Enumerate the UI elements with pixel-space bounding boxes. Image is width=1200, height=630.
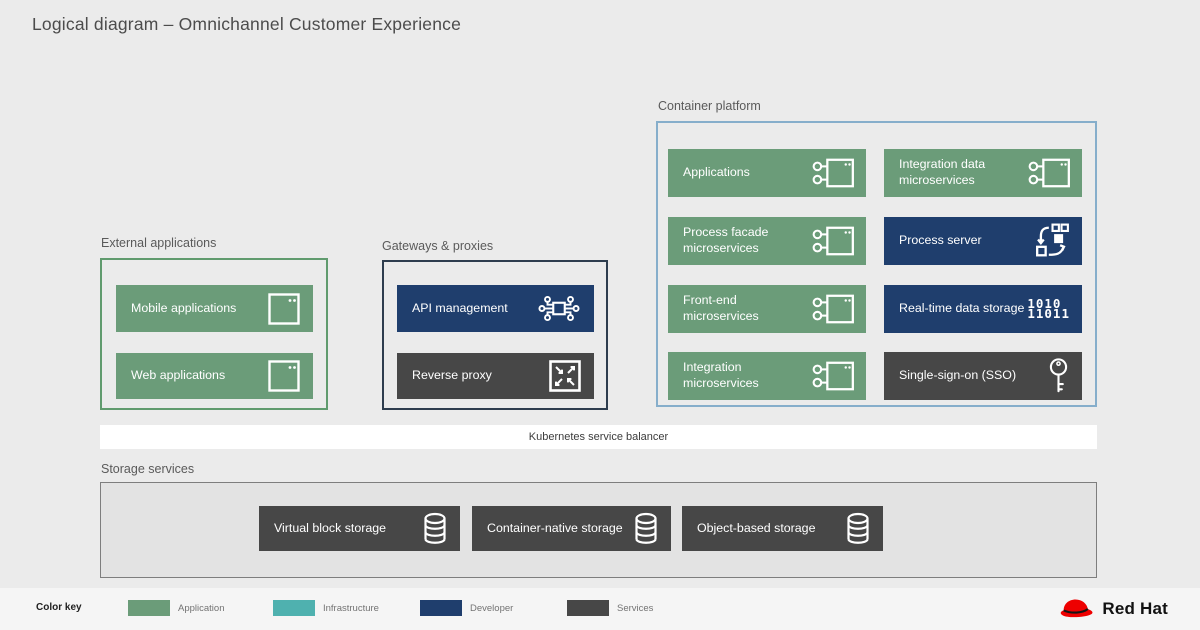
node-real-time-data-storage: Real-time data storage 1010 11011: [884, 285, 1082, 333]
node-label: Container-native storage: [487, 520, 623, 535]
gateways-proxies-frame: [382, 260, 608, 410]
application-color-swatch: [128, 600, 170, 616]
node-label: Integration microservices: [683, 360, 759, 390]
node-mobile-applications: Mobile applications: [116, 285, 313, 332]
container-platform-frame: [656, 121, 1097, 407]
node-api-management: API management: [397, 285, 594, 332]
color-key-bar: Color key Application Infrastructure Dev…: [0, 588, 1200, 630]
node-label: Single-sign-on (SSO): [899, 368, 1017, 383]
node-integration-microservices: Integration microservices: [668, 352, 866, 400]
node-label: Virtual block storage: [274, 520, 387, 535]
process-icon: [1034, 223, 1070, 259]
storage-services-label: Storage services: [101, 462, 195, 476]
node-process-facade-microservices: Process facade microservices: [668, 217, 866, 265]
external-applications-frame: [100, 258, 328, 410]
database-icon: [633, 512, 659, 546]
red-fedora-icon: [1057, 596, 1095, 621]
node-label: Mobile applications: [131, 300, 237, 315]
container-platform-label: Container platform: [658, 99, 761, 113]
infrastructure-swatch-label: Infrastructure: [323, 603, 379, 614]
node-label: Reverse proxy: [412, 368, 492, 383]
node-label: Web applications: [131, 368, 226, 383]
application-swatch-label: Application: [178, 603, 225, 614]
infrastructure-color-swatch: [273, 600, 315, 616]
binary-data-icon: 1010 11011: [1027, 295, 1070, 321]
developer-swatch-label: Developer: [470, 603, 514, 614]
node-label: Process server: [899, 233, 982, 248]
database-icon: [845, 512, 871, 546]
developer-color-swatch: [420, 600, 462, 616]
node-single-sign-on: Single-sign-on (SSO): [884, 352, 1082, 400]
node-front-end-microservices: Front-end microservices: [668, 285, 866, 333]
node-virtual-block-storage: Virtual block storage: [259, 506, 460, 551]
application-icon: [267, 292, 301, 326]
node-label: API management: [412, 300, 508, 315]
node-label: Object-based storage: [697, 520, 816, 535]
services-color-swatch: [567, 600, 609, 616]
node-container-native-storage: Container-native storage: [472, 506, 671, 551]
node-label: Integration data microservices: [899, 157, 986, 187]
red-hat-logo: Red Hat: [1057, 596, 1168, 621]
api-icon: [536, 292, 582, 325]
color-key-label: Color key: [36, 602, 82, 613]
node-label: Front-end microservices: [683, 293, 759, 323]
microservices-icon: [812, 224, 854, 258]
node-integration-data-microservices: Integration data microservices: [884, 149, 1082, 197]
kubernetes-service-balancer-bar: Kubernetes service balancer: [100, 425, 1097, 449]
node-reverse-proxy: Reverse proxy: [397, 353, 594, 399]
microservices-icon: [812, 359, 854, 393]
node-object-based-storage: Object-based storage: [682, 506, 883, 551]
node-web-applications: Web applications: [116, 353, 313, 399]
microservices-icon: [1028, 156, 1070, 190]
key-icon: [1047, 357, 1070, 395]
route-arrows-icon: [548, 359, 582, 393]
gateways-proxies-label: Gateways & proxies: [382, 239, 494, 253]
kubernetes-service-balancer-label: Kubernetes service balancer: [528, 431, 669, 443]
node-process-server: Process server: [884, 217, 1082, 265]
page-title: Logical diagram – Omnichannel Customer E…: [32, 14, 462, 34]
microservices-icon: [812, 156, 854, 190]
microservices-icon: [812, 292, 854, 326]
red-hat-wordmark: Red Hat: [1102, 598, 1168, 618]
node-label: Real-time data storage: [899, 301, 1025, 316]
application-icon: [267, 359, 301, 393]
services-swatch-label: Services: [617, 603, 654, 614]
database-icon: [422, 512, 448, 546]
external-applications-label: External applications: [101, 236, 217, 250]
binary-line-2: 11011: [1027, 306, 1070, 321]
binary-line-1: 1010: [1027, 295, 1062, 311]
node-label: Process facade microservices: [683, 225, 769, 255]
node-label: Applications: [683, 165, 750, 180]
node-applications: Applications: [668, 149, 866, 197]
